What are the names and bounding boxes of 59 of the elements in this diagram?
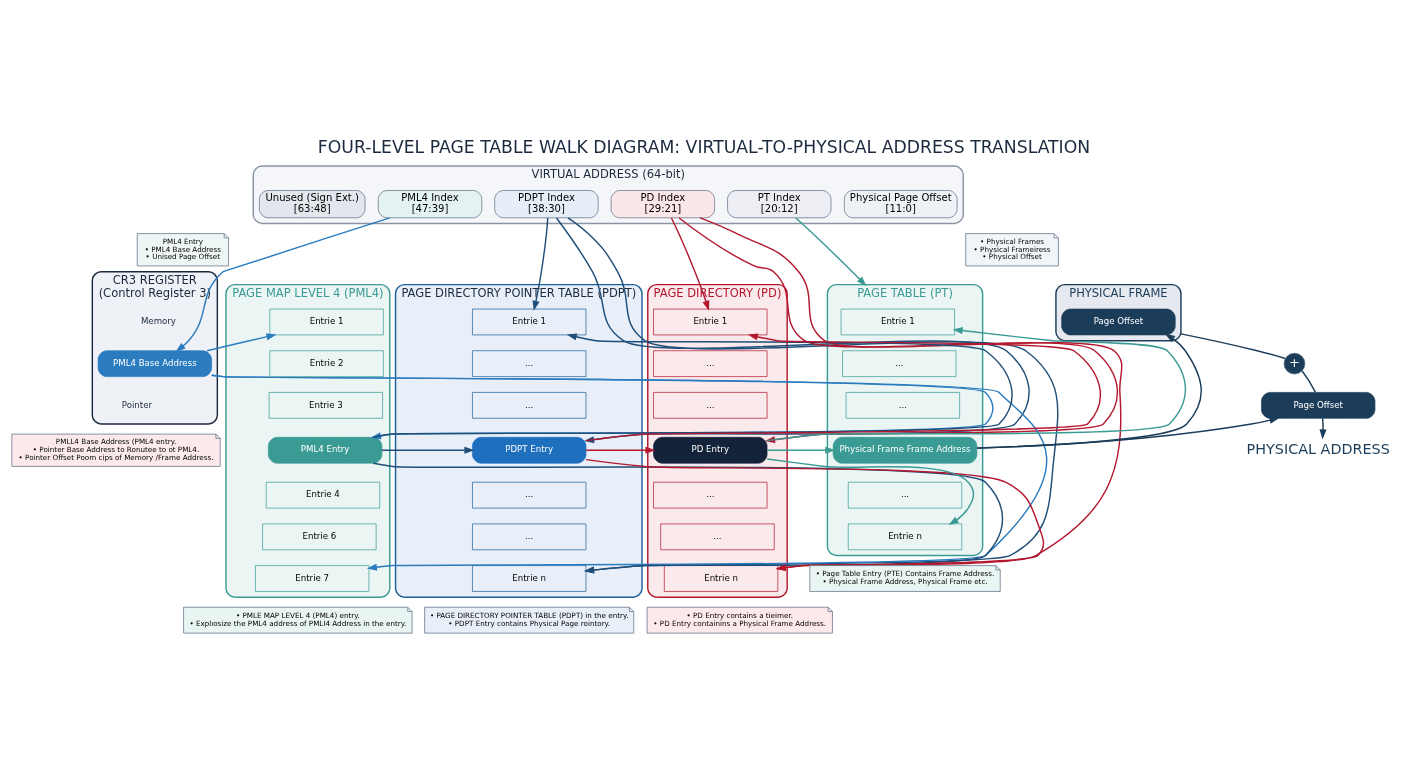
node-box: ... (472, 349, 587, 377)
node-box: PD Entry (653, 436, 768, 464)
arrow (381, 446, 475, 454)
arrow (1319, 417, 1327, 439)
node-box: ... (472, 523, 587, 550)
node-box: Entrie 6 (262, 523, 377, 550)
connector (1301, 369, 1317, 393)
node-box: Entrie 1 (472, 308, 587, 335)
node-box: Entrie 1 (269, 308, 384, 335)
node-box: ... (653, 481, 768, 508)
node-box: ... (660, 523, 775, 550)
arrow (766, 457, 975, 525)
arrow (372, 461, 1004, 574)
arrow (532, 216, 549, 311)
node-box: ... (845, 391, 960, 419)
arrow (206, 332, 277, 351)
arrow (699, 216, 1123, 571)
node-box: PML4 Index [47:39] (377, 189, 483, 218)
node-box: ... (472, 391, 587, 419)
node-box: Entrie 7 (255, 564, 370, 592)
connector (1180, 332, 1286, 359)
node-box: Physical Frame Frame Address (832, 436, 978, 464)
arrow (211, 374, 1048, 571)
node-box: Entrie n (663, 564, 779, 592)
node-box: Entrie 2 (269, 349, 384, 377)
arrow (585, 446, 656, 454)
node-box: ... (653, 391, 768, 419)
node-text: PHYSICAL ADDRESS (1246, 440, 1390, 457)
node-box: PDPT Entry (472, 436, 587, 464)
node-box: ... (847, 481, 963, 508)
arrow (976, 416, 1280, 449)
arrow (670, 216, 710, 311)
node-box: Entrie 1 (840, 308, 955, 335)
node-box: Page Offset (1061, 308, 1176, 335)
arrow (585, 458, 1045, 571)
node-text: Pointer (121, 399, 152, 410)
node-box: Entrie n (847, 523, 963, 550)
node-box: PML4 Entry (268, 436, 383, 464)
diagram-title: FOUR-LEVEL PAGE TABLE WALK DIAGRAM: VIRTUAL-TO-PHYSICAL ADDRESS TRANSLATION (317, 136, 1091, 157)
arrow (567, 216, 1059, 574)
node-box: ... (842, 349, 957, 377)
node-box: PML4 Base Address (97, 349, 212, 377)
arrow (766, 446, 836, 454)
node-text: Memory (140, 315, 176, 326)
node-box: Entrie 1 (653, 308, 768, 335)
node-box: Entrie n (472, 564, 587, 592)
node-box: ... (653, 349, 768, 377)
node-circle: + (1283, 352, 1306, 374)
node-box: Entrie 3 (268, 391, 383, 419)
node-box: Unused (Sign Ext.) [63:48] (259, 189, 366, 218)
node-box: Physical Page Offset [11:0] (843, 189, 958, 218)
node-box: PT Index [20:12] (727, 189, 832, 218)
node-box: PDPT Index [38:30] (494, 189, 599, 218)
node-box: Entrie 4 (265, 481, 381, 508)
node-box: PD Index [29:21] (610, 189, 715, 218)
node-box: ... (472, 481, 587, 508)
arrow (795, 216, 867, 286)
node-box: Page Offset (1261, 391, 1376, 419)
arrow (175, 216, 391, 352)
